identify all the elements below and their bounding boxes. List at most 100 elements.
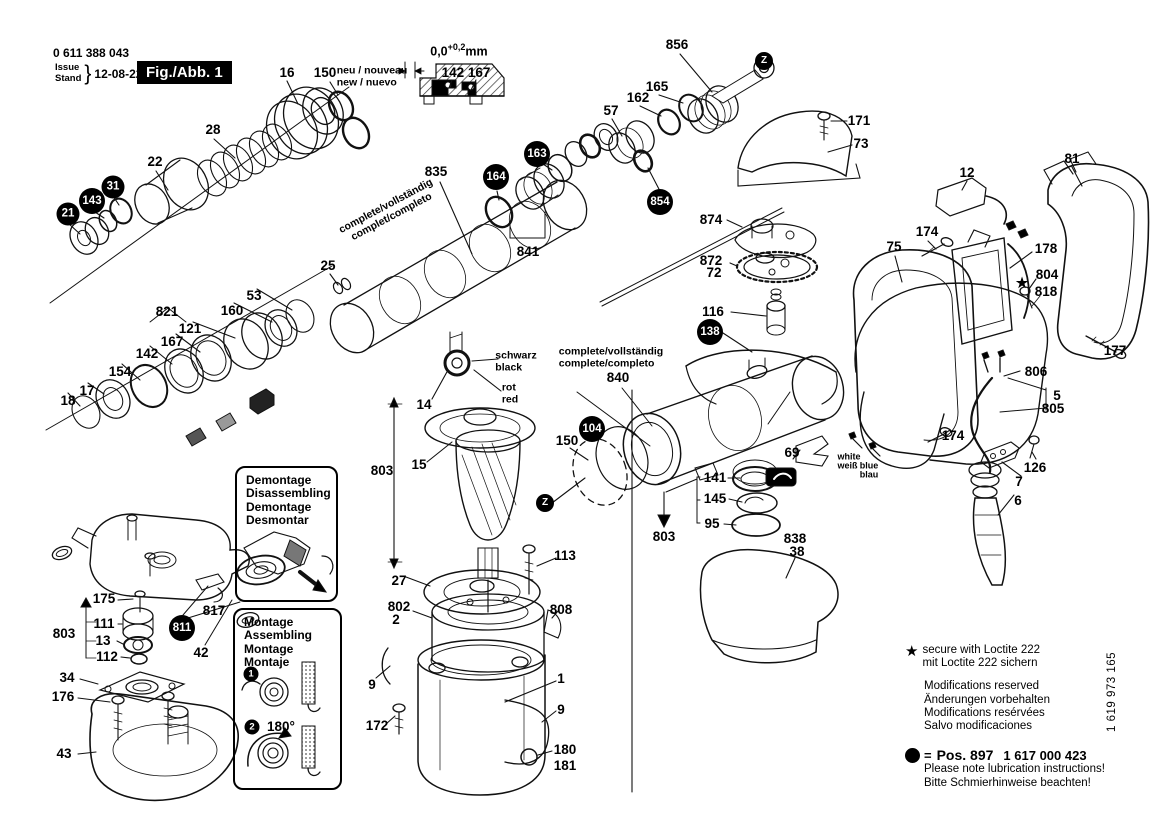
brace-glyph: }	[84, 62, 92, 85]
callout-142: 142	[135, 345, 159, 361]
callout-174-right: 174	[941, 427, 965, 443]
callout-star-804: ★	[1015, 274, 1029, 291]
pos-number: 1 617 000 423	[1003, 747, 1087, 763]
callout-803-center: 803	[652, 528, 676, 544]
callout-178: 178	[1034, 240, 1058, 256]
callout-z1: Z	[755, 52, 773, 70]
callout-171: 171	[847, 112, 871, 128]
callout-175: 175	[92, 590, 116, 606]
callout-18: 18	[60, 392, 76, 408]
callout-28: 28	[205, 121, 221, 137]
callout-177: 177	[1103, 342, 1127, 358]
callout-840: 840	[606, 369, 630, 385]
figure-label: Fig./Abb. 1	[137, 61, 232, 84]
callout-34: 34	[59, 669, 75, 685]
callout-angle180: 180°	[267, 718, 295, 734]
callout-104: 104	[579, 416, 605, 442]
callout-43: 43	[56, 745, 72, 761]
callout-143: 143	[79, 188, 105, 214]
callout-821: 821	[155, 303, 179, 319]
callout-16: 16	[279, 64, 295, 80]
callout-9-right: 9	[557, 701, 565, 717]
stand-label: Stand	[55, 73, 82, 84]
black-dot-icon	[905, 747, 920, 763]
callout-181: 181	[553, 757, 577, 773]
issue-label: Issue	[55, 62, 80, 74]
callout-75: 75	[886, 238, 902, 254]
callout-note-black: schwarz black	[495, 349, 537, 373]
callout-113: 113	[554, 547, 576, 563]
callout-14: 14	[416, 396, 432, 412]
callout-6: 6	[1014, 492, 1022, 508]
callout-126: 126	[1023, 459, 1047, 475]
callout-note-new: neu / nouveau new / nuevo	[336, 64, 408, 88]
callout-818: 818	[1034, 283, 1058, 299]
callout-803-left: 803	[370, 462, 394, 478]
callout-9-left: 9	[368, 676, 376, 692]
callout-856: 856	[665, 36, 689, 52]
callout-5: 5	[1053, 387, 1061, 403]
callout-112: 112	[96, 648, 118, 664]
callout-180: 180	[553, 741, 577, 757]
callout-802: 802	[387, 598, 411, 614]
callout-21: 21	[56, 202, 80, 226]
callout-15: 15	[411, 456, 427, 472]
callout-803-bl: 803	[52, 625, 76, 641]
callout-804: 804	[1035, 266, 1059, 282]
callout-145: 145	[703, 490, 727, 506]
callout-note-blue: blue blau	[859, 460, 879, 480]
callout-57: 57	[603, 102, 619, 118]
callout-176: 176	[51, 688, 75, 704]
callout-172: 172	[365, 717, 389, 733]
callout-163: 163	[524, 141, 550, 167]
callout-111: 111	[93, 615, 115, 631]
callout-17: 17	[79, 382, 95, 398]
callout-73: 73	[853, 135, 869, 151]
callout-12: 12	[959, 164, 975, 180]
callout-72: 72	[706, 264, 722, 280]
callout-150-new: 150	[313, 64, 337, 80]
callout-38: 38	[789, 543, 805, 559]
callout-806: 806	[1024, 363, 1048, 379]
callout-138: 138	[697, 319, 723, 345]
callout-854: 854	[647, 189, 673, 215]
callout-note-white: white weiß	[837, 451, 861, 471]
callout-167: 167	[160, 333, 184, 349]
callout-27: 27	[391, 572, 407, 588]
callout-81: 81	[1064, 150, 1080, 166]
lubrication-note: Please note lubrication instructions!Bit…	[924, 763, 1105, 789]
callout-step1: 1	[243, 666, 259, 682]
issue-stand-row: Issue Stand } 12-08-22	[55, 62, 142, 86]
callout-817: 817	[202, 602, 226, 618]
callout-2: 2	[392, 611, 400, 627]
callout-162: 162	[626, 89, 650, 105]
callout-53: 53	[246, 287, 262, 303]
callout-note-red: rot red	[501, 381, 519, 405]
callout-150-right: 150	[555, 432, 579, 448]
equals-sign: =	[924, 747, 932, 763]
position-note: = Pos. 897 1 617 000 423	[905, 747, 1167, 763]
callout-31: 31	[101, 175, 125, 199]
issue-date: 12-08-22	[94, 67, 143, 81]
callout-1: 1	[557, 670, 565, 686]
callout-121: 121	[178, 320, 202, 336]
callout-808: 808	[549, 601, 573, 617]
callout-841: 841	[516, 243, 540, 259]
document-part-number: 0 611 388 043	[53, 46, 130, 60]
star-icon: ★	[905, 643, 919, 660]
pos-label: Pos. 897	[936, 747, 994, 764]
callout-inset-labels: 142 167	[441, 64, 491, 80]
callout-42: 42	[193, 644, 209, 660]
callout-154: 154	[108, 363, 132, 379]
document-number-vertical: 1 619 973 165	[1106, 651, 1118, 733]
callout-95: 95	[704, 515, 720, 531]
callout-838: 838	[783, 530, 807, 546]
